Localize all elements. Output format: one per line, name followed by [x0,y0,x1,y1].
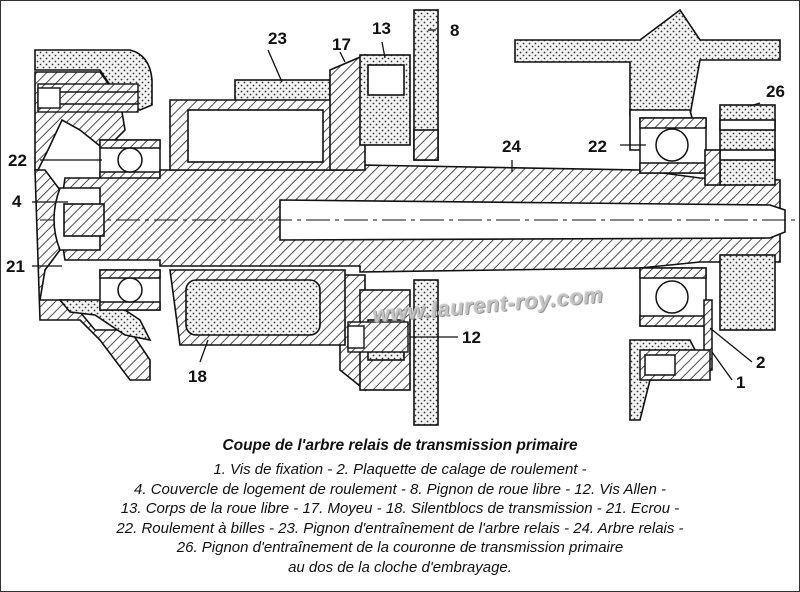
callout-8: 8 [450,21,460,40]
bearing-right-bottom [639,267,707,327]
callout-12: 12 [462,328,481,347]
bearing-left-bottom [99,269,161,311]
callout-18: 18 [188,367,207,386]
callout-13: 13 [372,19,391,38]
legend-line: 22. Roulement à billes - 23. Pignon d'en… [116,519,684,537]
shim-and-screw [639,299,713,381]
silentblock-18 [169,269,346,346]
callout-22-left: 22 [8,151,27,170]
relay-shaft [40,164,795,273]
callout-1: 1 [736,373,746,392]
callout-4: 4 [12,192,22,211]
drive-gear-23 [169,79,341,171]
legend-line: au dos de la cloche d'embrayage. [288,558,512,576]
leader-lines [32,29,761,381]
gear-26 [704,104,776,331]
callout-26: 26 [766,82,785,101]
allen-screw-12 [347,321,409,353]
caption-legend: 1. Vis de fixation - 2. Plaquette de cal… [0,460,800,577]
callout-17: 17 [332,35,351,54]
legend-line: 1. Vis de fixation - 2. Plaquette de cal… [213,461,587,478]
callout-22-right: 22 [588,137,607,156]
bearing-right-top [639,117,707,174]
callout-24: 24 [502,137,521,156]
bolt-cover [37,83,139,113]
legend-line: 13. Corps de la roue libre - 17. Moyeu -… [120,500,680,517]
bearing-left-top [99,139,161,181]
callout-2: 2 [756,353,766,372]
callout-21: 21 [6,257,25,276]
freewheel-gear-8 [413,9,439,426]
caption-title: Coupe de l'arbre relais de transmission … [222,437,578,454]
legend-line: 4. Couvercle de logement de roulement - … [134,480,666,498]
callout-23: 23 [268,29,287,48]
legend-line: 26. Pignon d'entraînement de la couronne… [176,539,624,556]
